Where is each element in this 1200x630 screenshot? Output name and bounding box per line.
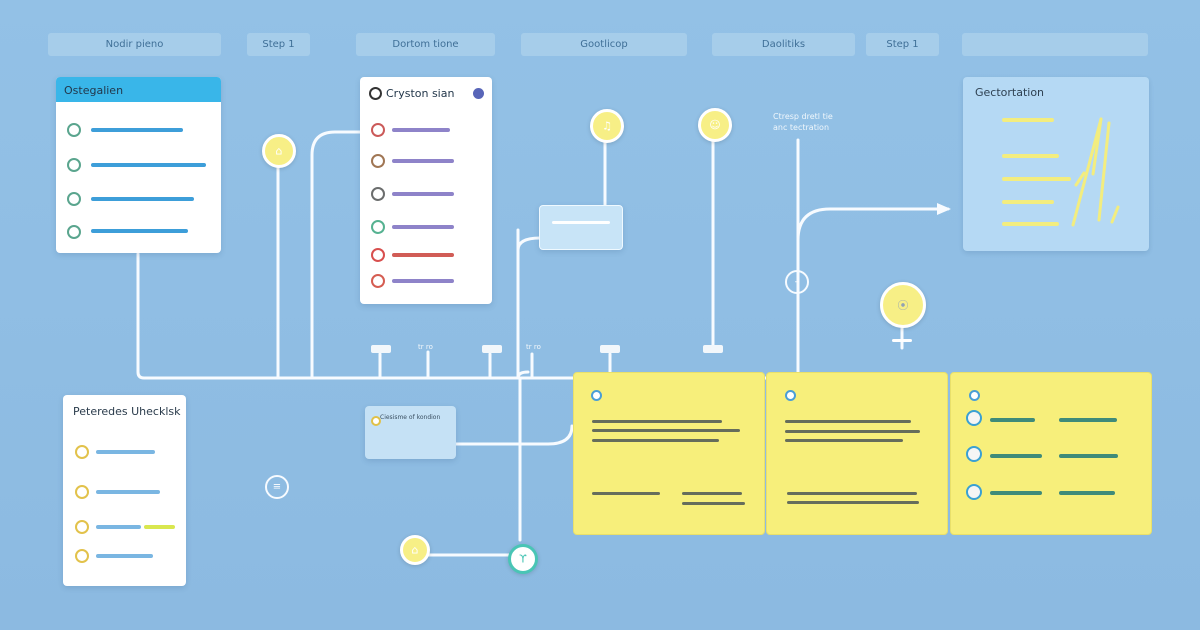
right-row-bar-4 [1002,200,1054,204]
right-row-bar-2 [1002,154,1059,158]
middle-row-bar-6 [392,279,454,283]
header-label-5[interactable]: Daolitiks [712,33,855,56]
header-label-4[interactable]: Gootlicop [521,33,687,56]
bottom-row-highlight [144,525,175,529]
status-circle-3[interactable] [67,192,81,206]
micro-label-2: tr ro [526,343,541,351]
yellow-card-1-circle [591,390,602,401]
middle-row-bar-3 [392,192,454,196]
left-top-card-title: Ostegalien [64,84,124,97]
header-label-2[interactable]: Step 1 [247,33,310,56]
middle-row-circle-6[interactable] [371,274,385,288]
yellow-card-3-circle [969,390,980,401]
middle-row-circle-5[interactable] [371,248,385,262]
middle-card-header-circle [369,87,382,100]
right-top-card-title: Gectortation [975,86,1045,99]
circle-node-icon-1[interactable]: ⌂ [262,134,296,168]
connector-tag-1 [371,345,391,353]
yellow-card-2[interactable] [766,372,948,535]
connector-tag-5 [892,339,912,342]
yellow-row-bar-3 [990,491,1042,495]
row-bar-4 [91,229,188,233]
switch-icon[interactable]: – [785,270,809,294]
right-top-card[interactable]: Gectortation [963,77,1149,251]
small-note-circle [371,416,381,426]
middle-row-circle-1[interactable] [371,123,385,137]
row-bar-1 [91,128,183,132]
yellow-check-1[interactable] [966,410,982,426]
yellow-check-3[interactable] [966,484,982,500]
small-note-text: Ciesisme of kondion [380,414,441,421]
middle-row-circle-3[interactable] [371,187,385,201]
header-label-1[interactable]: Nodir pieno [48,33,221,56]
header-label-7[interactable] [962,33,1148,56]
row-bar-3 [91,197,194,201]
status-circle-4[interactable] [67,225,81,239]
bottom-row-circle-4[interactable] [75,549,89,563]
bottom-row-bar-4 [96,554,153,558]
middle-row-circle-4[interactable] [371,220,385,234]
status-circle-1[interactable] [67,123,81,137]
yellow-row-bar-2 [990,454,1042,458]
right-row-bar-3 [1002,177,1071,181]
left-top-card[interactable]: Ostegalien [56,77,221,253]
yellow-row-bar-1b [1059,418,1117,422]
middle-card-title: Cryston sian [386,87,455,100]
header-label-3[interactable]: Dortom tione [356,33,495,56]
left-bottom-card[interactable]: Peteredes Uhecklsk [63,395,186,586]
right-row-bar-1 [1002,118,1054,122]
connector-tag-4 [703,345,723,353]
bottom-row-circle-2[interactable] [75,485,89,499]
small-note-card[interactable]: Ciesisme of kondion [365,406,456,459]
yellow-check-2[interactable] [966,446,982,462]
left-bottom-card-title: Peteredes Uhecklsk [73,405,181,418]
yellow-row-bar-1 [990,418,1035,422]
bottom-row-circle-3[interactable] [75,520,89,534]
mini-process-card[interactable] [539,205,623,250]
menu-icon[interactable]: ≡ [265,475,289,499]
middle-row-bar-1 [392,128,450,132]
status-circle-2[interactable] [67,158,81,172]
plus-icon[interactable] [473,88,484,99]
side-note: Ctresp dretl tie anc tectration [773,112,833,133]
yellow-card-3[interactable] [950,372,1152,535]
circle-node-icon-5[interactable]: ⌂ [400,535,430,565]
circle-node-icon-4[interactable]: ⦿ [880,282,926,328]
yellow-row-bar-3b [1059,491,1115,495]
bottom-row-bar-3 [96,525,141,529]
circle-node-icon-3[interactable]: ☺ [698,108,732,142]
row-bar-2 [91,163,206,167]
right-row-bar-5 [1002,222,1059,226]
yellow-card-2-circle [785,390,796,401]
bottom-row-bar-1 [96,450,155,454]
middle-row-bar-2 [392,159,454,163]
middle-row-bar-4 [392,225,454,229]
circle-node-icon-6[interactable]: ϒ [508,544,538,574]
yellow-row-bar-2b [1059,454,1118,458]
connector-tag-3 [600,345,620,353]
middle-row-circle-2[interactable] [371,154,385,168]
connector-tag-2 [482,345,502,353]
micro-label-1: tr ro [418,343,433,351]
middle-row-bar-5 [392,253,454,257]
bottom-row-circle-1[interactable] [75,445,89,459]
middle-card[interactable]: Cryston sian [360,77,492,304]
spark-lines [1071,117,1120,227]
header-label-6[interactable]: Step 1 [866,33,939,56]
circle-node-icon-2[interactable]: ♫ [590,109,624,143]
bottom-row-bar-2 [96,490,160,494]
yellow-card-1[interactable] [573,372,765,535]
